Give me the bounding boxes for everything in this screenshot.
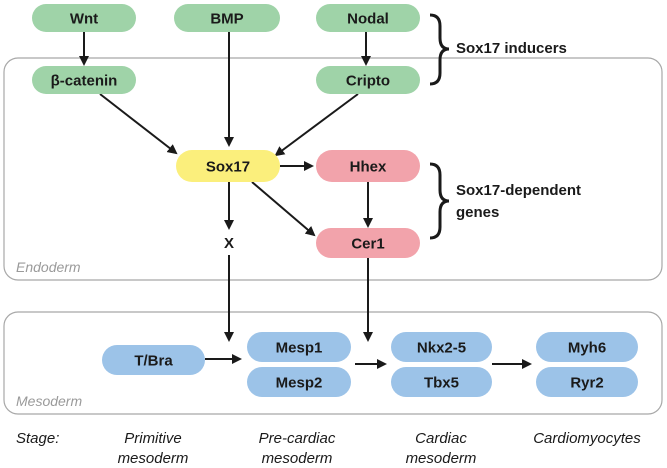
node-sox17: Sox17 xyxy=(176,150,280,182)
inducers-brace xyxy=(429,13,450,86)
edge-cripto-sox17 xyxy=(274,93,359,157)
edge-betacatenin-sox17 xyxy=(99,93,178,155)
edges xyxy=(79,32,532,369)
node-bmp-label: BMP xyxy=(210,11,243,28)
node-beta-catenin-pill xyxy=(32,66,136,94)
node-ryr2: Ryr2 xyxy=(536,367,638,397)
node-wnt-pill xyxy=(32,4,136,32)
node-nkx25: Nkx2-5 xyxy=(391,332,492,362)
node-ryr2-label: Ryr2 xyxy=(570,375,603,392)
stage-primitive-line1: Primitive xyxy=(124,430,182,447)
stage-precardiac-line1: Pre-cardiac xyxy=(259,430,336,447)
node-beta-catenin: β-catenin xyxy=(32,66,136,94)
stage-cardiac-line2: mesoderm xyxy=(406,450,477,467)
node-ryr2-pill xyxy=(536,367,638,397)
node-nodal-pill xyxy=(316,4,420,32)
dependent-label-line2: genes xyxy=(456,204,499,221)
mesoderm-region xyxy=(3,311,663,415)
node-bmp: BMP xyxy=(174,4,280,32)
mesoderm-label: Mesoderm xyxy=(16,393,82,409)
node-mesp2-label: Mesp2 xyxy=(276,375,323,392)
node-myh6-pill xyxy=(536,332,638,362)
node-mesp2-pill xyxy=(247,367,351,397)
node-beta-catenin-label: β-catenin xyxy=(51,73,118,90)
stage-precardiac-line2: mesoderm xyxy=(262,450,333,467)
node-wnt-label: Wnt xyxy=(70,11,98,28)
node-tbra: T/Bra xyxy=(102,345,205,375)
node-nkx25-label: Nkx2-5 xyxy=(417,340,466,357)
node-tbx5-label: Tbx5 xyxy=(424,375,459,392)
node-hhex: Hhex xyxy=(316,150,420,182)
node-tbra-pill xyxy=(102,345,205,375)
dependent-brace xyxy=(429,162,450,240)
node-mesp1-pill xyxy=(247,332,351,362)
node-cripto: Cripto xyxy=(316,66,420,94)
node-cer1-pill xyxy=(316,228,420,258)
node-cer1-label: Cer1 xyxy=(351,236,384,253)
stage-primitive-line2: mesoderm xyxy=(118,450,189,467)
node-myh6: Myh6 xyxy=(536,332,638,362)
node-tbx5: Tbx5 xyxy=(391,367,492,397)
node-cripto-label: Cripto xyxy=(346,73,390,90)
node-nkx25-pill xyxy=(391,332,492,362)
node-sox17-label: Sox17 xyxy=(206,159,250,176)
node-hhex-label: Hhex xyxy=(350,159,387,176)
node-nodal: Nodal xyxy=(316,4,420,32)
node-mesp1: Mesp1 xyxy=(247,332,351,362)
node-mesp2: Mesp2 xyxy=(247,367,351,397)
stage-cardiac-line1: Cardiac xyxy=(415,430,467,447)
node-tbx5-pill xyxy=(391,367,492,397)
node-bmp-pill xyxy=(174,4,280,32)
node-sox17-pill xyxy=(176,150,280,182)
dependent-label-line1: Sox17-dependent xyxy=(456,182,581,199)
endoderm-label: Endoderm xyxy=(16,259,81,275)
node-myh6-label: Myh6 xyxy=(568,340,606,357)
stage-label: Stage: xyxy=(16,430,59,447)
node-nodal-label: Nodal xyxy=(347,11,389,28)
inducers-label: Sox17 inducers xyxy=(456,40,567,57)
node-tbra-label: T/Bra xyxy=(134,353,173,370)
node-wnt: Wnt xyxy=(32,4,136,32)
stage-cardiomyocytes: Cardiomyocytes xyxy=(533,430,641,447)
edge-sox17-cer1 xyxy=(251,181,316,237)
node-mesp1-label: Mesp1 xyxy=(276,340,323,357)
node-cer1: Cer1 xyxy=(316,228,420,258)
blocked-mark: X xyxy=(224,235,234,252)
node-hhex-pill xyxy=(316,150,420,182)
node-cripto-pill xyxy=(316,66,420,94)
